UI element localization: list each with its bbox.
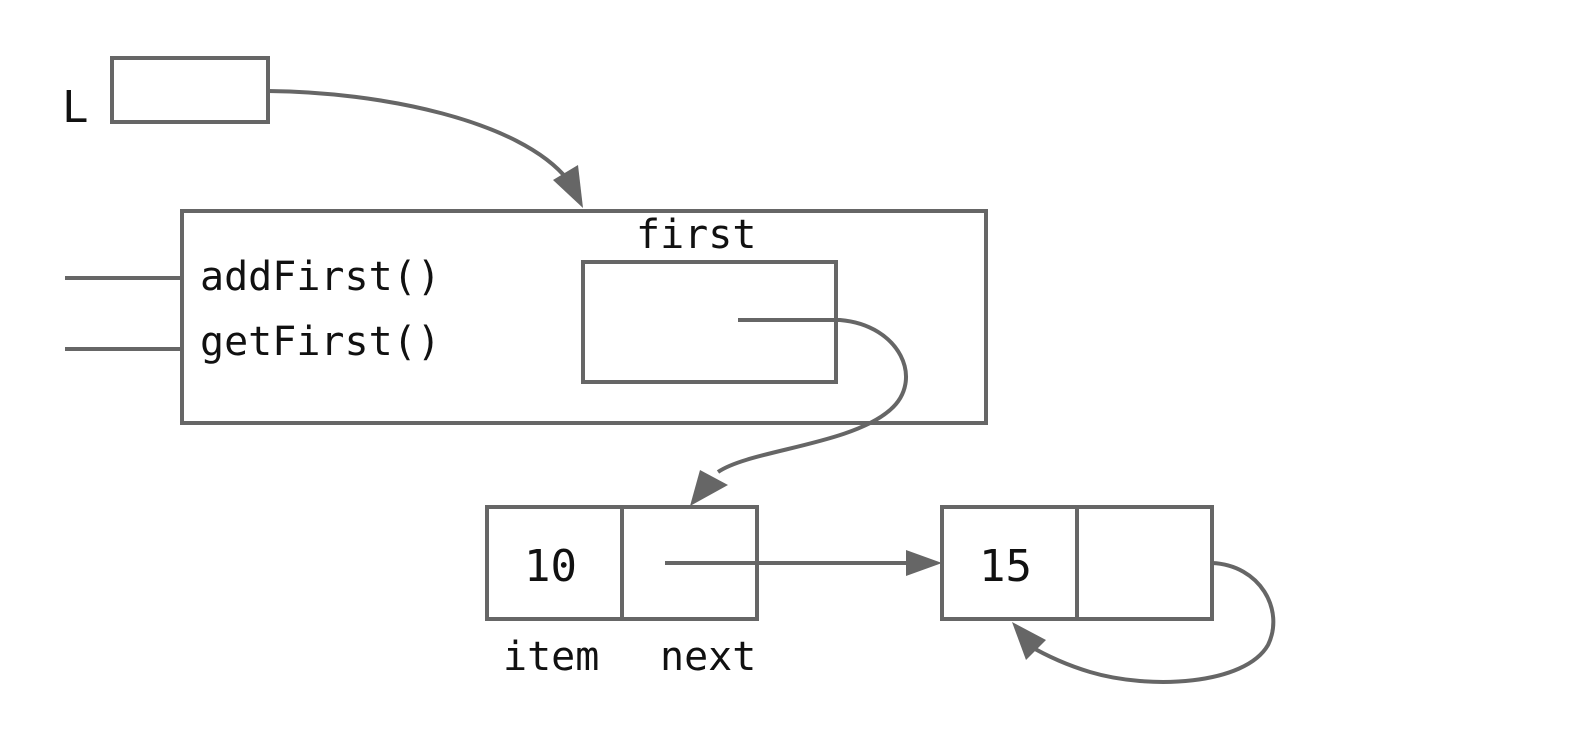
reference-arrow-first-to-node1 bbox=[716, 318, 908, 474]
arrowhead-first-to-node1 bbox=[690, 470, 728, 506]
method-label-getfirst: getFirst() bbox=[200, 319, 441, 365]
variable-label: L bbox=[62, 82, 89, 133]
variable-box bbox=[110, 56, 270, 124]
reference-arrow-l-to-list bbox=[267, 89, 570, 182]
list-object-box bbox=[180, 209, 988, 425]
node-field-label-next: next bbox=[660, 634, 756, 680]
arrowhead-l-to-list bbox=[553, 165, 583, 208]
node2-item-value: 15 bbox=[979, 541, 1032, 592]
reference-arrow-node2-self-loop bbox=[1026, 561, 1276, 684]
node-field-label-item: item bbox=[503, 634, 599, 680]
method-label-addfirst: addFirst() bbox=[200, 254, 441, 300]
field-label-first: first bbox=[636, 212, 756, 258]
arrowhead-node2-self-loop bbox=[1012, 622, 1046, 660]
node1-item-value: 10 bbox=[524, 541, 577, 592]
arrowhead-node1-to-node2 bbox=[906, 550, 942, 576]
node2-next-cell bbox=[1075, 505, 1214, 621]
